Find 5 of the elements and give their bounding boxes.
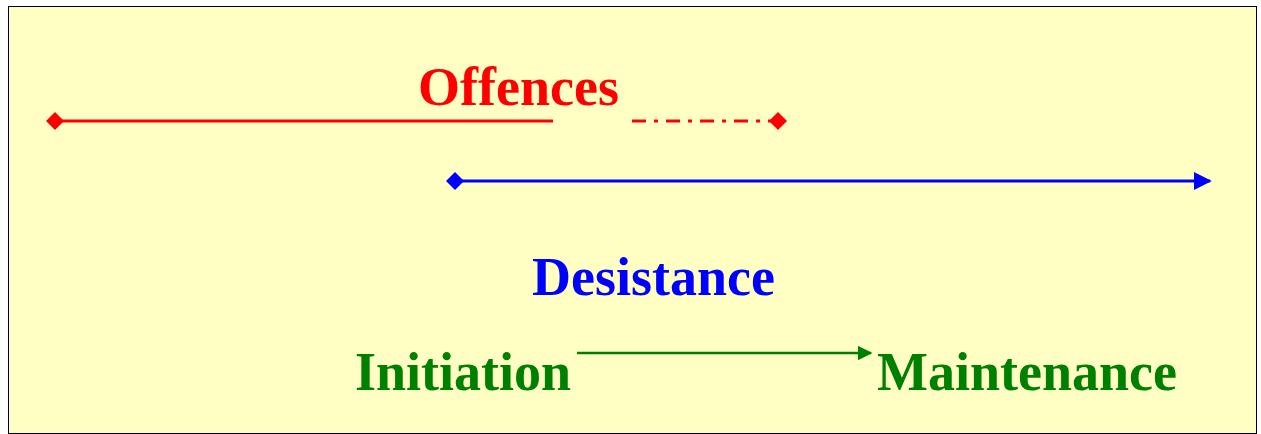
arrow (577, 345, 873, 361)
stage-label: Initiation (355, 345, 572, 399)
stage-label: Maintenance (877, 345, 1177, 399)
offences-label: Offences (418, 60, 619, 114)
desistance-label: Desistance (532, 250, 775, 304)
